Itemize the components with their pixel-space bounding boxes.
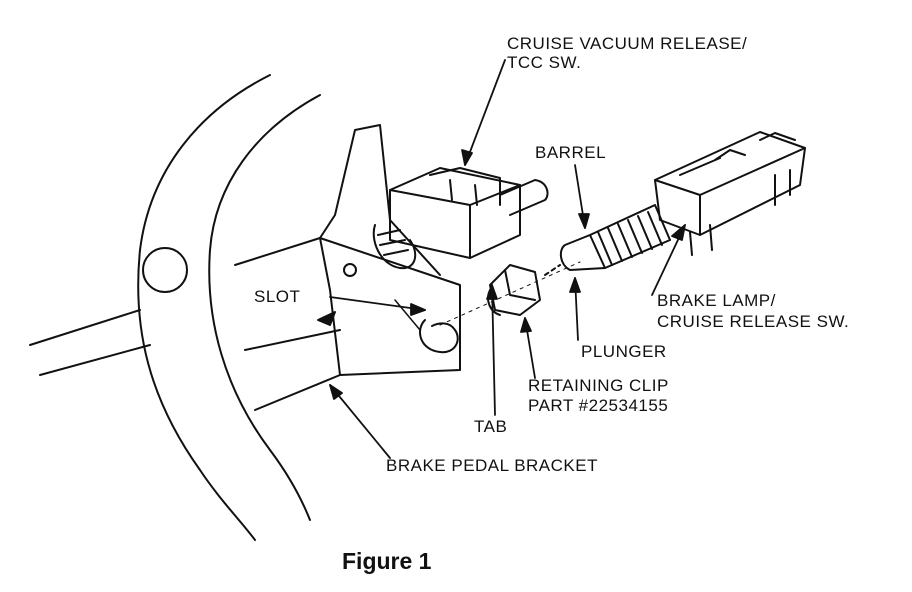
- label-retaining-clip-line1: RETAINING CLIP: [528, 376, 669, 395]
- label-barrel: BARREL: [535, 143, 607, 162]
- label-brake-lamp-line1: BRAKE LAMP/: [657, 291, 776, 310]
- pedal-hole: [142, 247, 188, 293]
- brake-pedal-arm: [29, 74, 321, 541]
- label-cruise-vacuum-line1: CRUISE VACUUM RELEASE/: [507, 34, 748, 53]
- retaining-clip-shape: [487, 264, 541, 316]
- brake-pedal-bracket-shape: [234, 124, 461, 411]
- label-retaining-clip-line2: PART #22534155: [528, 396, 669, 415]
- alignment-line: [439, 261, 581, 326]
- label-brake-lamp-line2: CRUISE RELEASE SW.: [657, 312, 850, 331]
- leader-lines: [329, 59, 686, 459]
- cruise-vacuum-switch: [372, 167, 549, 270]
- label-plunger: PLUNGER: [581, 342, 667, 361]
- label-slot: SLOT: [254, 287, 301, 306]
- label-tab: TAB: [474, 417, 508, 436]
- brake-lamp-switch: [544, 131, 806, 276]
- label-cruise-vacuum-line2: TCC SW.: [507, 53, 582, 72]
- figure-caption: Figure 1: [342, 548, 432, 574]
- label-brake-pedal-bracket: BRAKE PEDAL BRACKET: [386, 456, 598, 475]
